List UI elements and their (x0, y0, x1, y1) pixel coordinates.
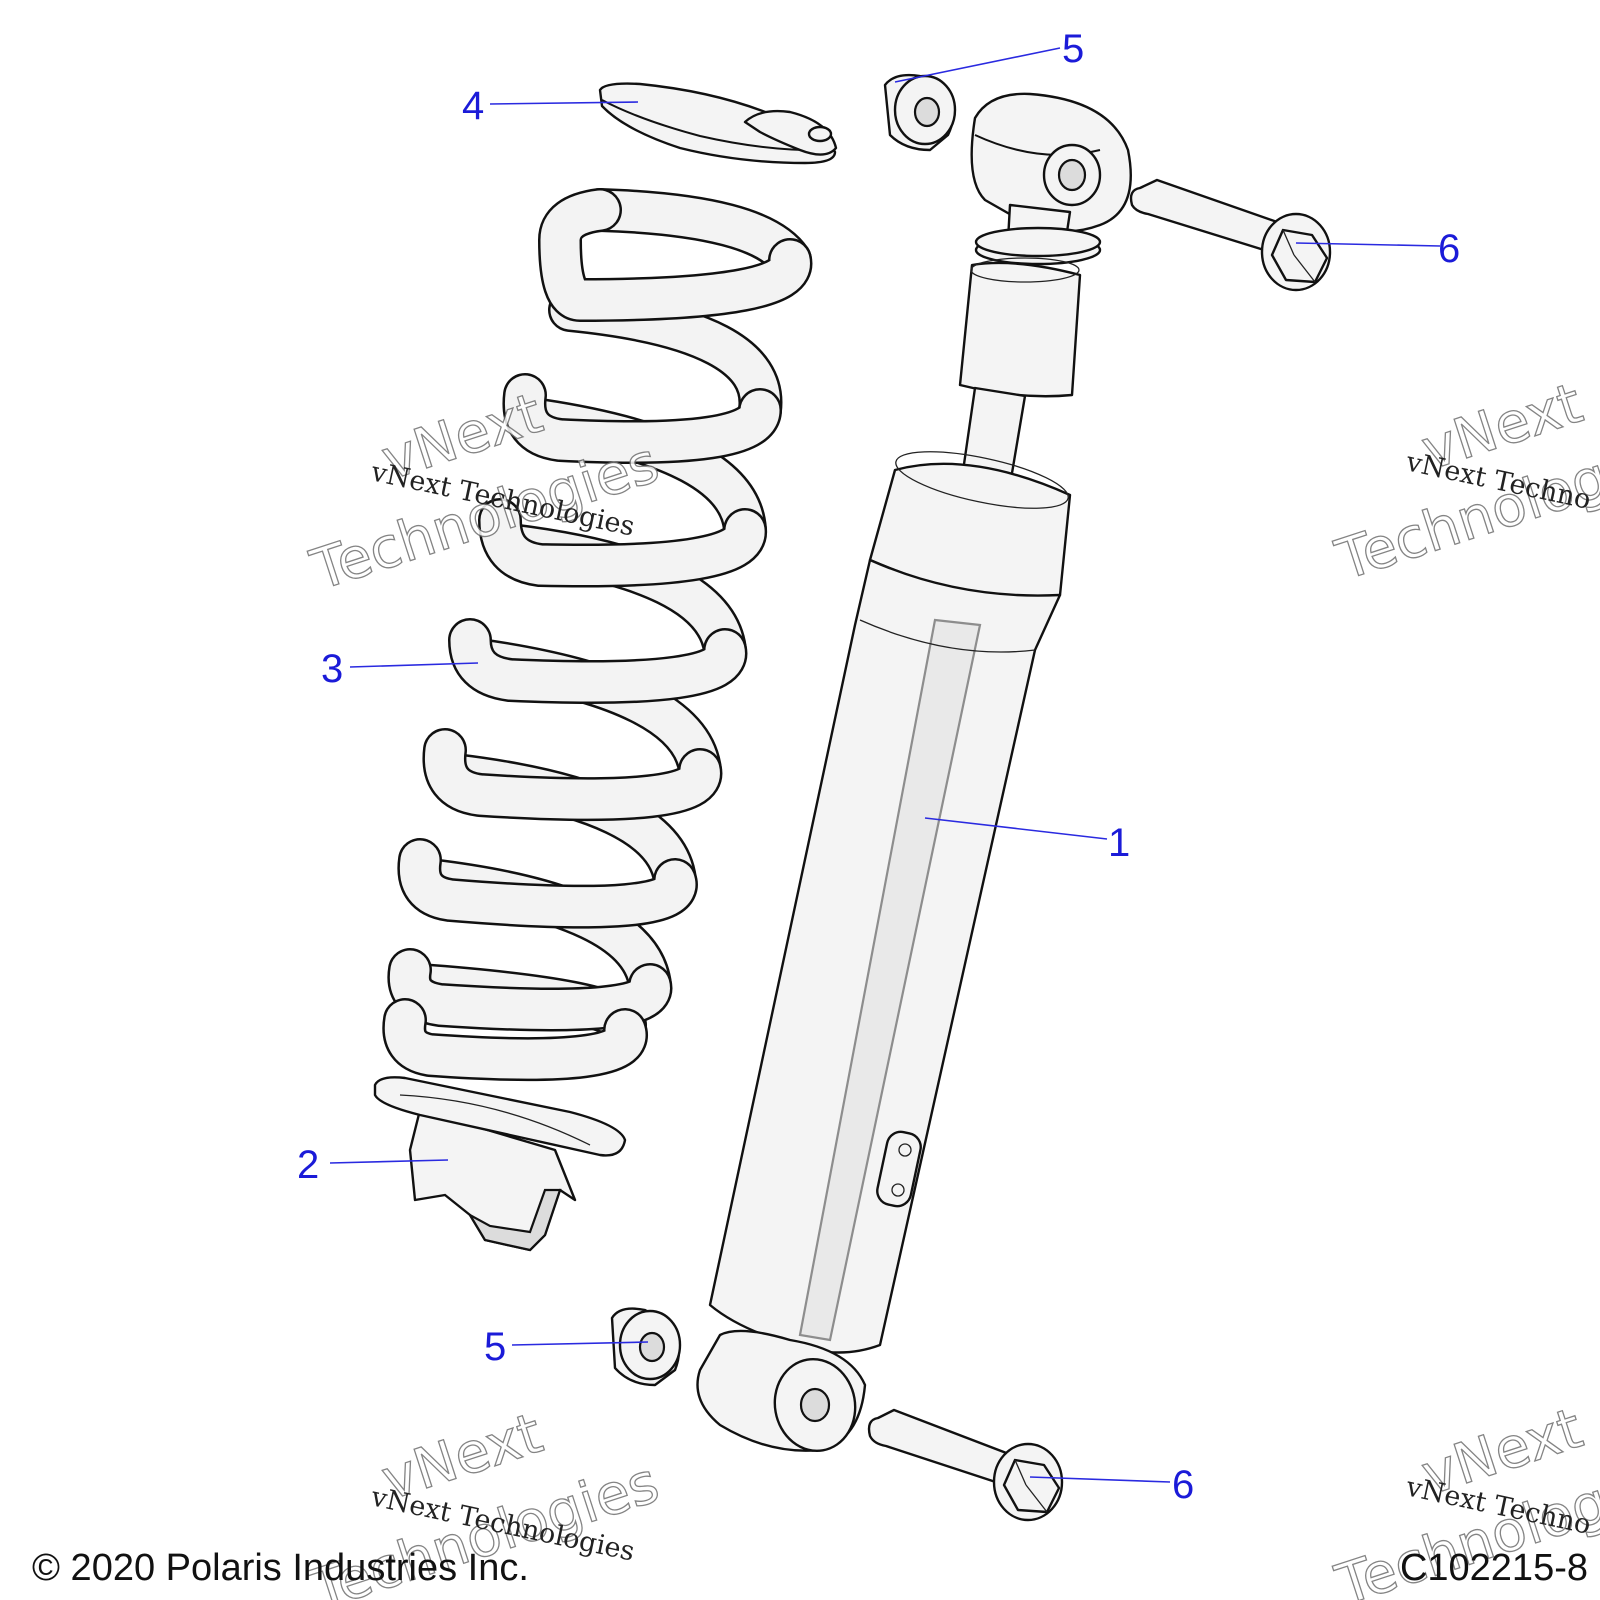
callout-1: 1 (924, 817, 1130, 865)
callout-3: 3 (321, 647, 479, 691)
part-4-upper-spring-retainer (598, 82, 838, 165)
callout-6-top: 6 (1295, 227, 1460, 271)
part-6-upper-bolt (1129, 178, 1332, 292)
part-5-upper-bushing (883, 73, 957, 152)
callout-number: 5 (484, 1325, 506, 1369)
part-3-coil-spring (382, 188, 813, 1082)
part-6-lower-bolt (867, 1408, 1064, 1522)
callout-4: 4 (462, 84, 639, 128)
callout-5-top: 5 (894, 27, 1084, 83)
callout-number: 6 (1438, 227, 1460, 271)
watermark-top-right: vNext Technologies vNext Techno (1328, 370, 1600, 594)
part-2-lower-spring-seat (373, 1076, 627, 1252)
callout-5-bottom: 5 (484, 1325, 649, 1369)
copyright-text: © 2020 Polaris Industries Inc. (32, 1547, 529, 1589)
callout-number: 3 (321, 647, 343, 691)
drawing-id: C102215-8 (1400, 1547, 1588, 1589)
callout-number: 4 (462, 84, 484, 128)
part-5-lower-bushing (610, 1307, 682, 1387)
part-1-shock-absorber (696, 92, 1132, 1453)
callout-number: 1 (1108, 821, 1130, 865)
callout-6-bottom: 6 (1029, 1463, 1194, 1507)
callout-2: 2 (297, 1143, 449, 1187)
callout-number: 5 (1062, 27, 1084, 71)
callout-number: 2 (297, 1143, 319, 1187)
callout-number: 6 (1172, 1463, 1194, 1507)
